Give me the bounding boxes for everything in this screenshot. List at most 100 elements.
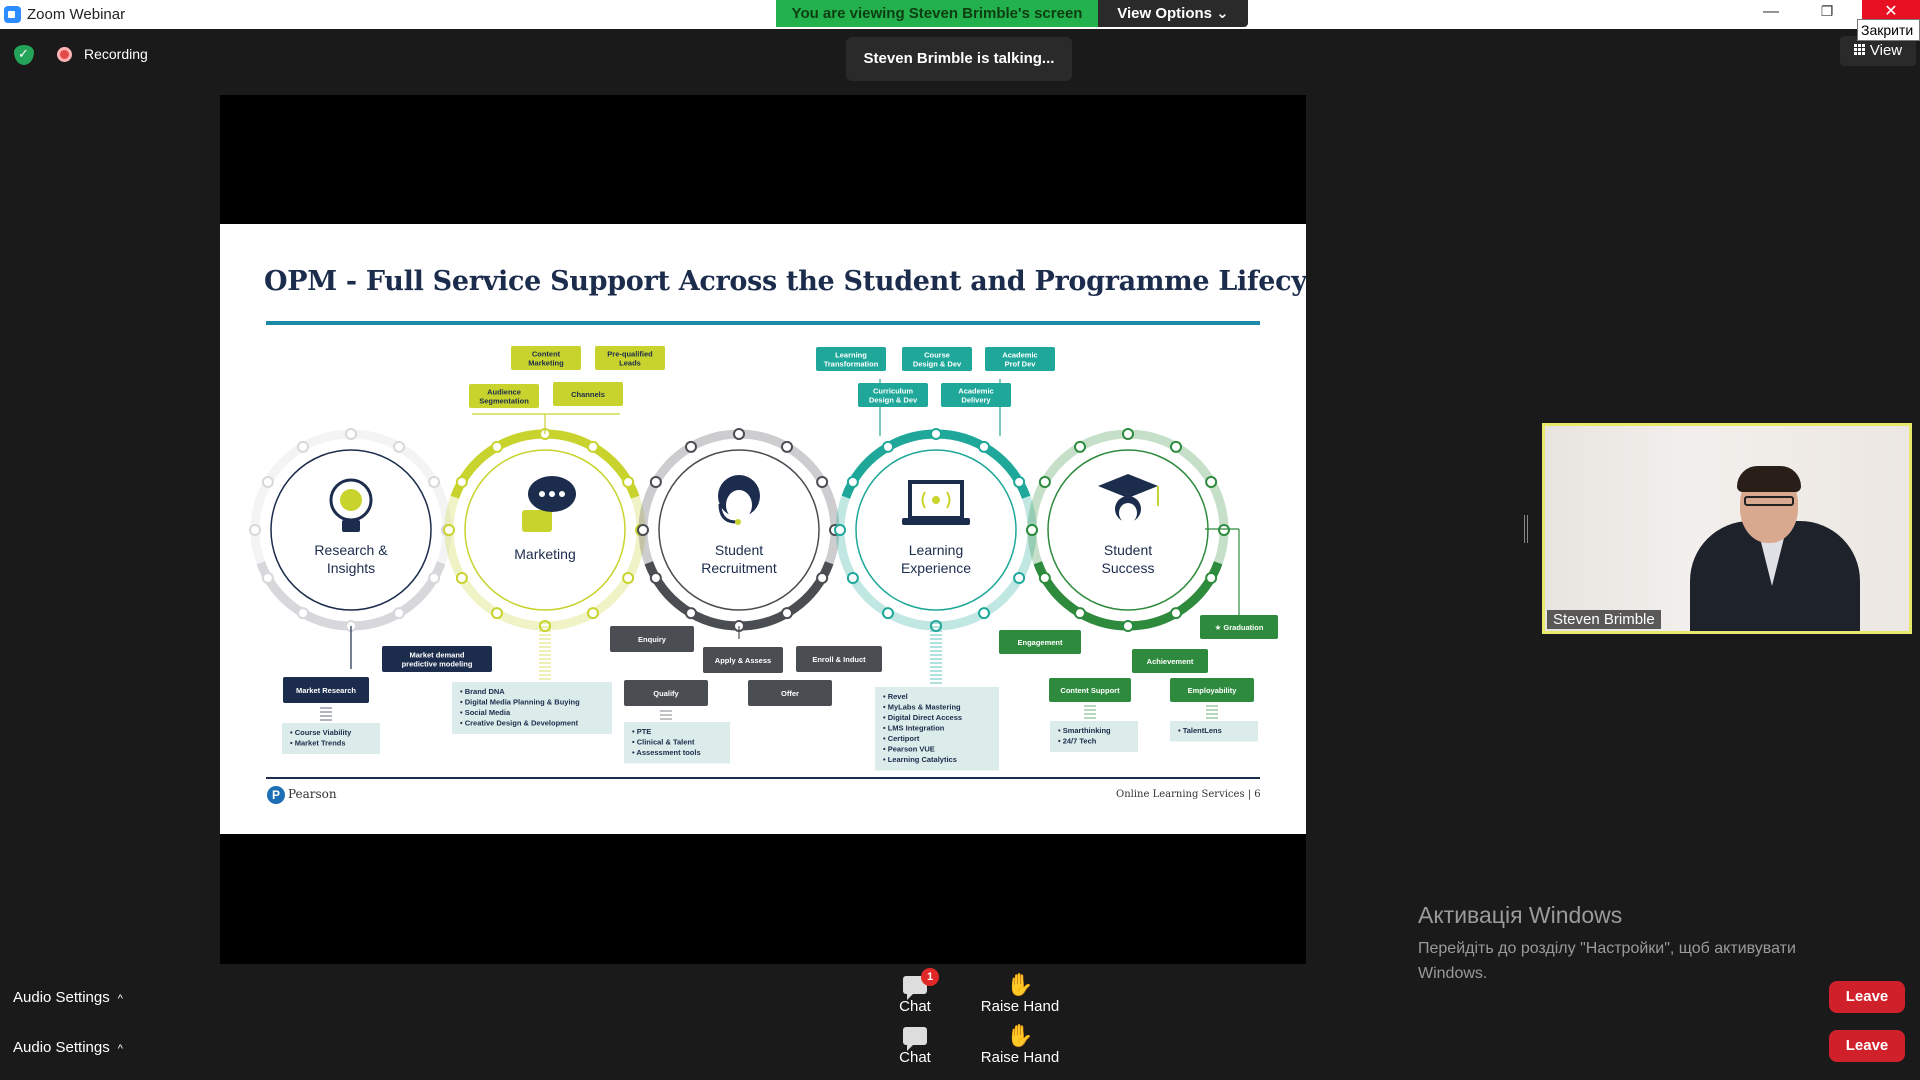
grid-icon — [1853, 44, 1866, 56]
chat-button[interactable]: 1 Chat — [875, 968, 955, 1015]
view-layout-button[interactable]: View — [1840, 36, 1916, 66]
lightbulb-glow-icon — [340, 489, 362, 511]
list-marketing-item: • Brand DNA — [460, 687, 505, 696]
security-shield-icon[interactable] — [14, 45, 34, 65]
headset-mic-tip-icon — [735, 519, 741, 525]
tag-prequalified-leads-label: Leads — [619, 359, 641, 368]
dotted-connector — [539, 678, 551, 680]
tag-channels-label: Channels — [571, 390, 605, 399]
dotted-connector — [930, 666, 942, 668]
stage-ring-node — [297, 440, 309, 453]
panel-resize-handle[interactable] — [1524, 515, 1528, 543]
tag-content-support-box — [1049, 678, 1131, 702]
list-recruitment-box — [624, 722, 730, 764]
stage-inner-circle — [855, 449, 1017, 611]
tag-channels-box — [553, 382, 623, 406]
recording-label: Recording — [84, 46, 148, 62]
tag-learning-transformation-label: Transformation — [824, 360, 879, 369]
tag-engagement-label: Engagement — [1017, 638, 1063, 647]
leave-button[interactable]: Leave — [1829, 981, 1905, 1013]
participant-video[interactable]: Steven Brimble — [1542, 423, 1912, 634]
stage-ring-node — [978, 607, 990, 620]
pearson-logo: P — [267, 786, 285, 804]
dotted-connector — [539, 638, 551, 640]
tag-offer-label: Offer — [781, 689, 799, 698]
tag-course-design-label: Design & Dev — [913, 360, 962, 369]
stage-ring-node — [443, 524, 455, 536]
leave-button[interactable]: Leave — [1829, 1030, 1905, 1062]
raise-hand-label: Raise Hand — [980, 1049, 1060, 1066]
tag-enroll-induct-box — [796, 646, 882, 672]
stage-label: Marketing — [514, 546, 575, 562]
caret-up-icon: ^ — [117, 1043, 123, 1055]
tag-graduation-box — [1200, 615, 1278, 639]
audio-settings-button[interactable]: Audio Settings^ — [13, 1039, 123, 1056]
tag-academic-delivery-box — [941, 383, 1011, 407]
tag-prequalified-leads-label: Pre-qualified — [607, 350, 653, 359]
stage-ring-node — [393, 440, 405, 453]
tag-engagement-box — [999, 630, 1081, 654]
audio-settings-button[interactable]: Audio Settings^ — [13, 989, 123, 1006]
tag-curriculum-design-label: Curriculum — [873, 387, 913, 396]
tag-audience-segmentation-label: Segmentation — [479, 397, 529, 406]
stage-ring-node — [1122, 428, 1134, 440]
stage-ring-node — [733, 428, 745, 440]
chat-button[interactable]: Chat — [875, 1023, 955, 1066]
dotted-connector — [930, 642, 942, 644]
tag-apply-assess-box — [703, 647, 783, 673]
raise-hand-button[interactable]: ✋ Raise Hand — [980, 972, 1060, 1015]
dotted-connector — [930, 650, 942, 652]
chat-unread-badge: 1 — [921, 968, 939, 986]
slide-footer-text: Online Learning Services | 6 — [1116, 789, 1261, 800]
dotted-connector — [930, 654, 942, 656]
tag-offer-box — [748, 680, 832, 706]
dotted-connector — [539, 650, 551, 652]
dotted-connector — [1084, 705, 1096, 707]
caret-up-icon: ^ — [117, 993, 123, 1005]
stage-label: Recruitment — [701, 560, 777, 576]
dotted-connector — [930, 674, 942, 676]
stage-ring-node — [1013, 572, 1026, 584]
list-marketing-box — [452, 682, 612, 734]
dotted-connector — [930, 638, 942, 640]
tag-course-design-box — [902, 347, 972, 371]
list-content-support-item: • 24/7 Tech — [1058, 737, 1097, 746]
zoom-app-icon — [4, 6, 21, 23]
tag-graduation-label: ★ Graduation — [1215, 623, 1264, 632]
stage-ring-node — [1218, 524, 1230, 536]
dotted-connector — [1084, 713, 1096, 715]
tag-course-design-label: Course — [924, 351, 950, 360]
view-options-button[interactable]: View Options ⌄ — [1098, 0, 1248, 27]
dotted-connector — [320, 715, 332, 717]
stage-ring-node — [1038, 476, 1051, 488]
dotted-connector — [1084, 709, 1096, 711]
raise-hand-button[interactable]: ✋ Raise Hand — [980, 1023, 1060, 1066]
tag-academic-prof-dev-label: Prof Dev — [1005, 360, 1037, 369]
tag-apply-assess-label: Apply & Assess — [715, 656, 771, 665]
stage-label: Student — [715, 542, 763, 558]
dotted-connector — [930, 634, 942, 636]
stage-ring-node — [685, 440, 697, 453]
tag-enquiry-box — [610, 626, 694, 652]
graduation-cap-icon — [1098, 474, 1158, 498]
stage-label: Student — [1104, 542, 1152, 558]
tag-academic-prof-dev-box — [985, 347, 1055, 371]
tag-content-marketing-box — [511, 346, 581, 370]
stage-ring-node — [539, 620, 551, 632]
tag-qualify-box — [624, 680, 708, 706]
speech-dot-icon — [549, 491, 555, 497]
stage-ring-node — [491, 607, 503, 620]
list-learning-item: • Learning Catalytics — [883, 755, 957, 764]
restore-button[interactable]: ❐ — [1820, 3, 1834, 19]
recording-icon — [57, 47, 72, 62]
list-research-box — [282, 723, 380, 754]
stage-ring-node — [685, 607, 697, 620]
minimize-button[interactable]: — — [1763, 3, 1779, 20]
chat-icon — [875, 1023, 955, 1051]
dotted-connector — [1206, 705, 1218, 707]
dotted-connector — [930, 626, 942, 628]
dotted-connector — [1206, 717, 1218, 719]
stage-ring-node — [249, 524, 261, 536]
stage-ring-node — [455, 572, 468, 584]
stage-ring-node — [1170, 440, 1182, 453]
